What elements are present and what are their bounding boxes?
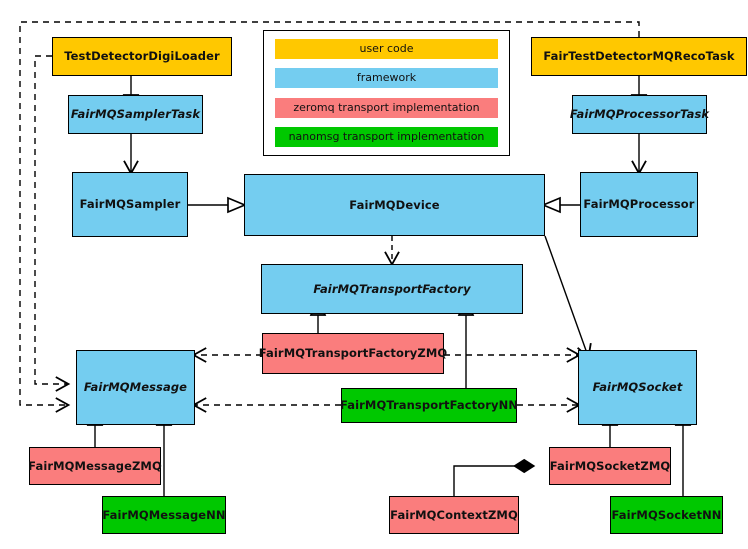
legend-item-zeromq: zeromq transport implementation — [275, 97, 498, 118]
node-fairmqsocketnn[interactable]: FairMQSocketNN — [610, 496, 723, 534]
node-fairmqtransportfactorynn[interactable]: FairMQTransportFactoryNN — [340, 388, 518, 423]
node-fairtestdetectormqrecotask[interactable]: FairTestDetectorMQRecoTask — [531, 37, 747, 76]
legend-item-framework: framework — [275, 68, 498, 89]
legend-panel: user code framework zeromq transport imp… — [263, 30, 510, 156]
edge-contextzmq-socketzmq — [453, 458, 536, 496]
node-fairmqsocketzmq[interactable]: FairMQSocketZMQ — [549, 447, 671, 485]
node-fairmqtransportfactoryzmq[interactable]: FairMQTransportFactoryZMQ — [259, 333, 447, 374]
node-fairmqprocessor[interactable]: FairMQProcessor — [580, 172, 698, 237]
edge-digiloader-message — [34, 55, 71, 392]
node-fairmqprocessortask[interactable]: FairMQProcessorTask — [570, 95, 709, 134]
node-fairmqcontextzmq[interactable]: FairMQContextZMQ — [389, 496, 519, 534]
node-fairmqsamplertask[interactable]: FairMQSamplerTask — [68, 95, 203, 134]
node-fairmqsocket[interactable]: FairMQSocket — [578, 350, 697, 425]
edge-device-socket — [544, 235, 592, 360]
legend-item-user-code: user code — [275, 39, 498, 59]
node-testdetectordigiloader[interactable]: TestDetectorDigiLoader — [52, 37, 232, 76]
legend-item-nanomsg: nanomsg transport implementation — [275, 126, 498, 147]
node-fairmqmessagenn[interactable]: FairMQMessageNN — [102, 496, 226, 534]
node-fairmqtransportfactory[interactable]: FairMQTransportFactory — [261, 264, 523, 314]
node-fairmqdevice[interactable]: FairMQDevice — [244, 174, 545, 236]
node-fairmqmessage[interactable]: FairMQMessage — [76, 350, 195, 425]
node-fairmqmessagezmq[interactable]: FairMQMessageZMQ — [28, 447, 162, 485]
node-fairmqsampler[interactable]: FairMQSampler — [72, 172, 188, 237]
